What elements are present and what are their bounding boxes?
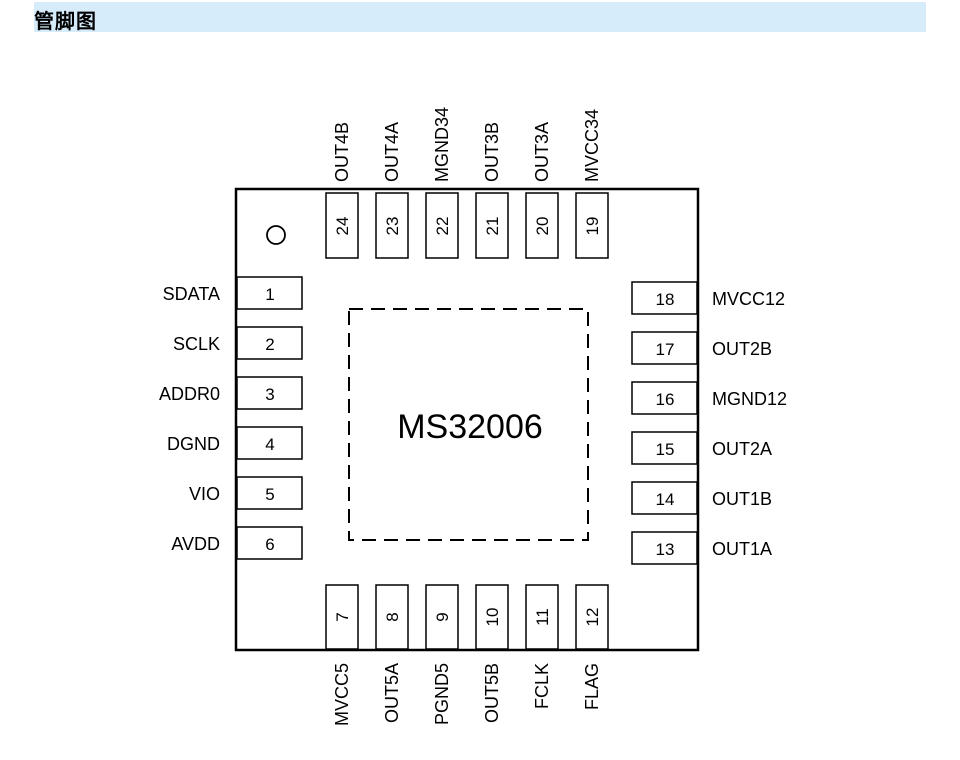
pin-18-label: MVCC12 — [712, 289, 785, 309]
pin-19-pad — [575, 192, 609, 259]
pin-20-number: 20 — [533, 217, 552, 236]
pin-20-pad — [525, 192, 559, 259]
pin-14-pad — [631, 481, 698, 515]
pin-2-label: SCLK — [173, 334, 220, 354]
pin-12-pad — [575, 584, 609, 650]
section-title-bar: 管脚图 — [34, 2, 926, 33]
pin-13-label: OUT1A — [712, 539, 772, 559]
pin-23-pad — [375, 192, 409, 259]
pin-11-label: FCLK — [532, 663, 552, 709]
pin-11-pad — [525, 584, 559, 650]
pin-24-pad — [325, 192, 359, 259]
pin-21-label: OUT3B — [482, 122, 502, 182]
pin1-marker — [266, 225, 286, 245]
pin-16-label: MGND12 — [712, 389, 787, 409]
pin-4-number: 4 — [265, 435, 274, 454]
pin-22-label: MGND34 — [432, 107, 452, 182]
pin-9-label: PGND5 — [432, 663, 452, 725]
pin-17-pad — [631, 331, 698, 365]
pin-8-label: OUT5A — [382, 663, 402, 723]
pin-group: 1 SDATA 2 SCLK 3 ADDR0 4 DGND 5 VIO 6 AVDD 13 OUT1A 14… — [159, 107, 787, 726]
pin-12-number: 12 — [583, 608, 602, 627]
pin-5-number: 5 — [265, 485, 274, 504]
pin-24-number: 24 — [333, 217, 352, 236]
pin-14-label: OUT1B — [712, 489, 772, 509]
pin-19-number: 19 — [583, 217, 602, 236]
pin-11-number: 11 — [533, 608, 552, 626]
pin-21-pad — [475, 192, 509, 259]
pin-22-pad — [425, 192, 459, 259]
pin-1-number: 1 — [265, 285, 274, 304]
exposed-pad-outline — [348, 308, 589, 541]
pin-10-number: 10 — [483, 608, 502, 627]
pin-3-number: 3 — [265, 385, 274, 404]
pin-14-number: 14 — [656, 490, 675, 509]
pin-20-label: OUT3A — [532, 122, 552, 182]
pin-5-label: VIO — [189, 484, 220, 504]
pin-15-label: OUT2A — [712, 439, 772, 459]
pin-3-label: ADDR0 — [159, 384, 220, 404]
pin-23-label: OUT4A — [382, 122, 402, 182]
pin-15-pad — [631, 431, 698, 465]
pin-4-label: DGND — [167, 434, 220, 454]
pin-6-label: AVDD — [171, 534, 220, 554]
pin-22-number: 22 — [433, 217, 452, 236]
pin-2-pad — [236, 326, 303, 360]
pin-8-pad — [375, 584, 409, 650]
pin-6-pad — [236, 526, 303, 560]
pin-17-label: OUT2B — [712, 339, 772, 359]
pin-2-number: 2 — [265, 335, 274, 354]
pin-12-label: FLAG — [582, 663, 602, 710]
pin-13-number: 13 — [656, 540, 675, 559]
section-title: 管脚图 — [34, 9, 97, 33]
pin-15-number: 15 — [656, 440, 675, 459]
pin-24-label: OUT4B — [332, 122, 352, 182]
pin-18-number: 18 — [656, 290, 675, 309]
pin-16-pad — [631, 381, 698, 415]
pin-1-label: SDATA — [163, 284, 220, 304]
pin-9-pad — [425, 584, 459, 650]
pin-7-label: MVCC5 — [332, 663, 352, 726]
pin-7-number: 7 — [333, 612, 352, 621]
pin-5-pad — [236, 476, 303, 510]
pin-10-pad — [475, 584, 509, 650]
pin-9-number: 9 — [433, 612, 452, 621]
package-outline — [234, 187, 700, 652]
pin-17-number: 17 — [656, 340, 675, 359]
pin-10-label: OUT5B — [482, 663, 502, 723]
pin-18-pad — [631, 281, 698, 315]
pin-13-pad — [631, 531, 698, 565]
pin-1-pad — [236, 276, 303, 310]
pin-7-pad — [325, 584, 359, 650]
pin-4-pad — [236, 426, 303, 460]
pin-3-pad — [236, 376, 303, 410]
pin-6-number: 6 — [265, 535, 274, 554]
pin-21-number: 21 — [483, 217, 502, 236]
pin-19-label: MVCC34 — [582, 109, 602, 182]
pin-8-number: 8 — [383, 612, 402, 621]
pin-23-number: 23 — [383, 217, 402, 236]
pin-16-number: 16 — [656, 390, 675, 409]
chip-name: MS32006 — [397, 408, 543, 446]
